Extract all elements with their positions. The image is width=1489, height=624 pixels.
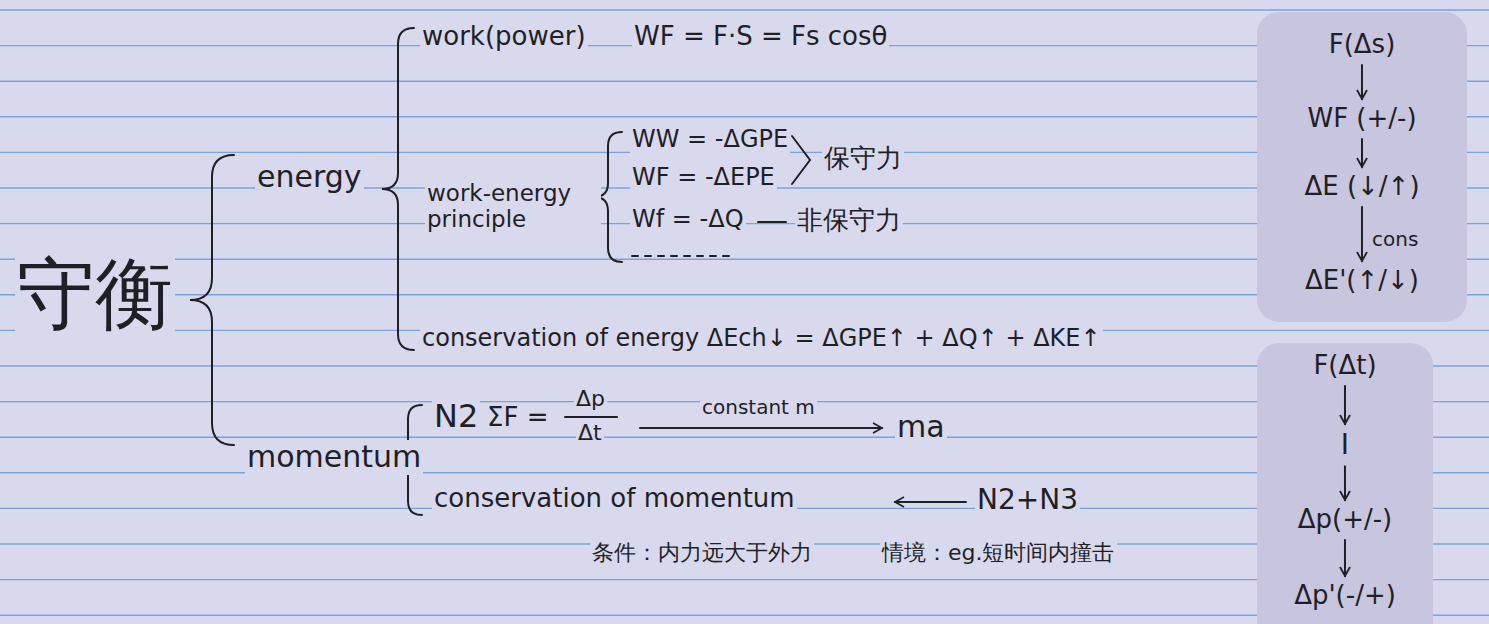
derived-from-arrow <box>895 501 966 503</box>
formula-text: ma <box>895 410 947 445</box>
fraction-denominator: Δt <box>576 420 604 445</box>
category-note: 非保守力 <box>795 206 903 236</box>
formula-text: ΣF = <box>485 403 550 433</box>
formula-text: WF = F·S = Fs cosθ <box>632 22 889 52</box>
law-label: N2+N3 <box>975 484 1080 516</box>
node-text: WF (+/-) <box>1307 104 1416 134</box>
flow-step: I <box>1335 427 1355 463</box>
group-bracket <box>792 136 810 184</box>
node-text: Δp'(-/+) <box>1294 581 1396 611</box>
flow-arrow <box>1344 466 1346 500</box>
node-text: ΔE (↓/↑) <box>1304 172 1419 202</box>
arrow-note: constant m <box>700 396 817 419</box>
flow-panel: F(Δt) I Δp(+/-) Δp'(-/+) <box>1257 343 1433 624</box>
node-text: I <box>1341 429 1349 461</box>
flow-arrow <box>1344 540 1346 576</box>
curly-brace <box>382 28 414 350</box>
formula-text: Wf = -ΔQ <box>630 206 746 234</box>
ruled-line <box>0 116 1489 117</box>
flow-panel: F(Δs) WF (+/-) ΔE (↓/↑) ΔE'(↑/↓) <box>1257 12 1467 322</box>
ruled-line <box>0 80 1489 81</box>
ruled-line <box>0 259 1489 260</box>
curly-brace <box>190 155 234 445</box>
ruled-line <box>0 472 1489 473</box>
branch-label: energy <box>255 160 364 195</box>
category-note: 保守力 <box>822 144 904 174</box>
concept-label: work-energy principle <box>425 180 601 233</box>
law-label: N2 <box>432 398 480 435</box>
ruled-line <box>0 294 1489 295</box>
flow-step: Δp(+/-) <box>1292 503 1399 537</box>
ruled-line <box>0 615 1489 616</box>
node-text: F(Δs) <box>1329 30 1396 60</box>
flow-arrow <box>1361 207 1363 261</box>
condition-note: 条件：内力远大于外力 <box>590 540 814 565</box>
flow-step: Δp'(-/+) <box>1288 579 1402 613</box>
ruled-line <box>0 437 1489 438</box>
flow-arrow <box>1361 65 1363 99</box>
node-text: F(Δt) <box>1313 351 1376 381</box>
formula-text: WW = -ΔGPE <box>630 126 790 154</box>
dash-mark <box>758 221 786 223</box>
flow-step: ΔE (↓/↑) <box>1298 170 1425 204</box>
topic-heading: 守衡 <box>15 250 175 340</box>
concept-label: work(power) <box>420 22 588 52</box>
flow-step: F(Δs) <box>1323 28 1402 62</box>
flow-step: F(Δt) <box>1307 349 1382 383</box>
flow-step: ΔE'(↑/↓) <box>1299 264 1425 298</box>
ruled-line <box>0 579 1489 580</box>
node-text: ΔE'(↑/↓) <box>1305 266 1419 296</box>
ruled-line <box>0 9 1489 10</box>
context-note: 情境：eg.短时间内撞击 <box>880 540 1117 565</box>
ellipsis-dashes <box>632 255 732 257</box>
fraction-bar <box>565 416 617 418</box>
fraction-numerator: Δp <box>574 386 607 411</box>
edge-label: cons <box>1372 228 1418 250</box>
concept-label: conservation of momentum <box>432 484 797 514</box>
branch-label: momentum <box>245 440 423 475</box>
ruled-line <box>0 365 1489 366</box>
formula-text: WF = -ΔEPE <box>630 164 777 192</box>
flow-arrow <box>1361 139 1363 167</box>
implies-arrow <box>640 427 882 429</box>
node-text: Δp(+/-) <box>1298 505 1393 535</box>
flow-step: WF (+/-) <box>1301 102 1422 136</box>
formula-text: conservation of energy ΔEch↓ = ΔGPE↑ + Δ… <box>420 325 1103 353</box>
flow-arrow <box>1344 386 1346 424</box>
ruled-lines <box>0 10 1489 615</box>
